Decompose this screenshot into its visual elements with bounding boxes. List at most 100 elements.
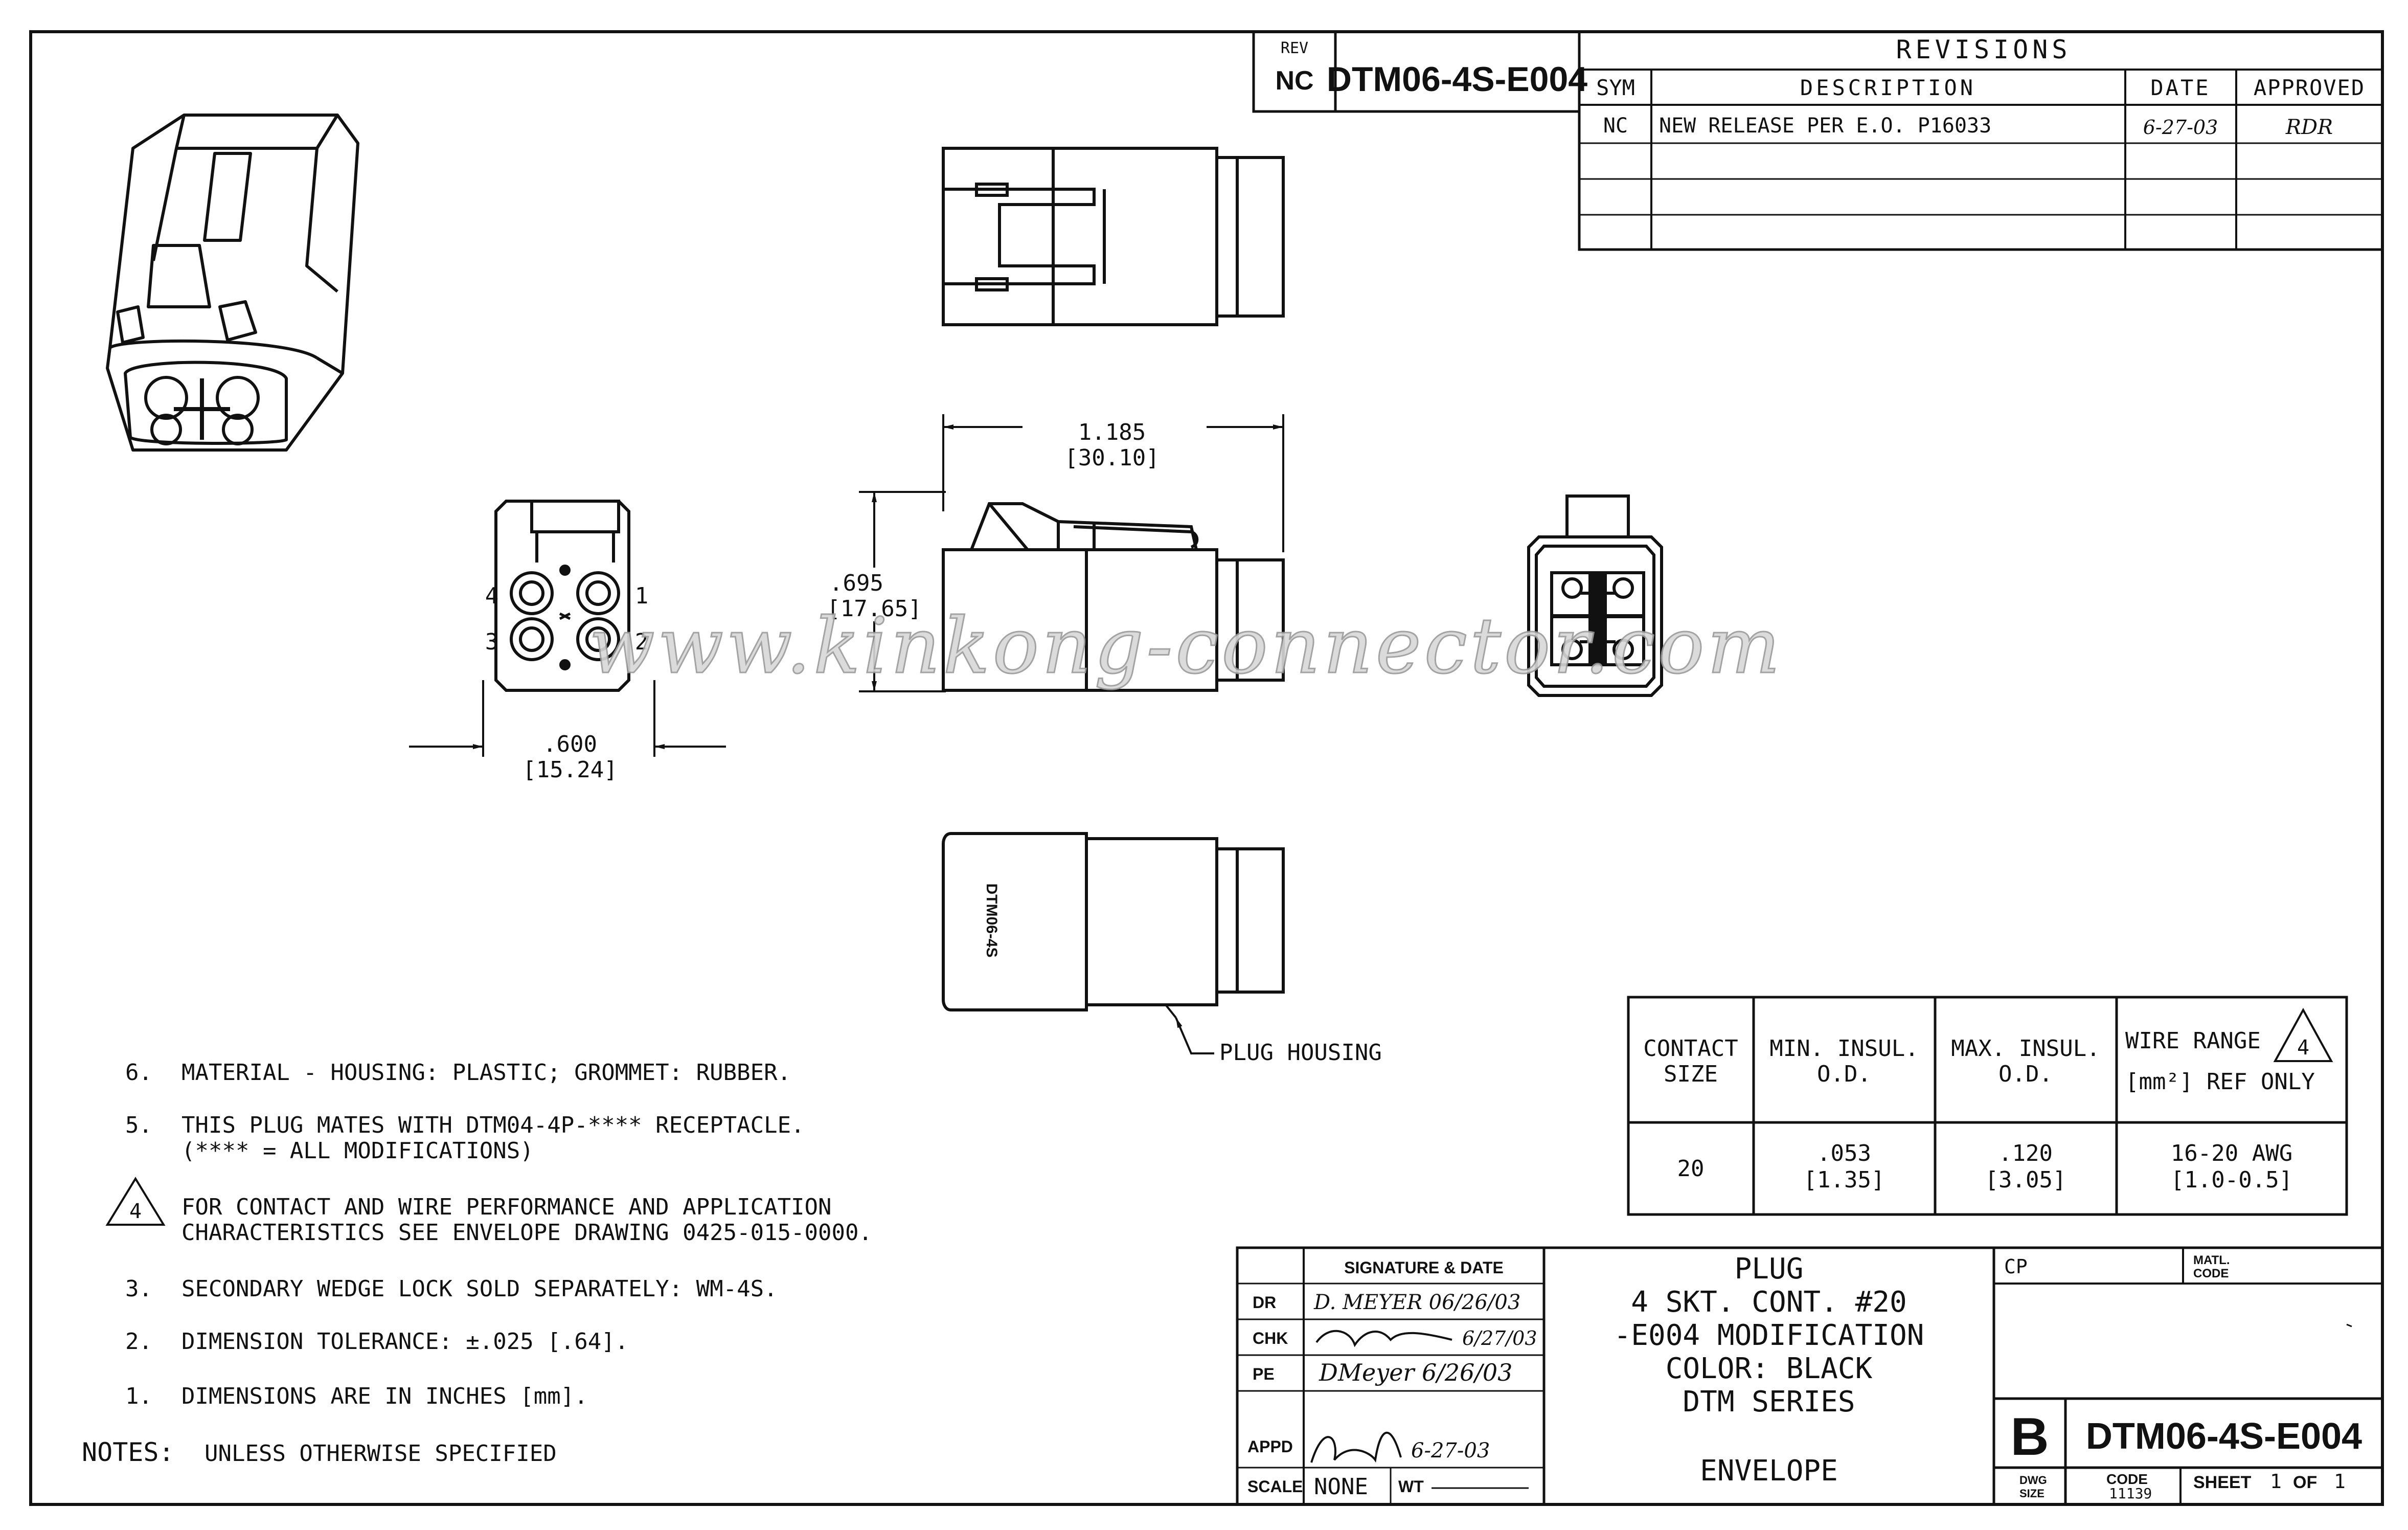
sheet-label: SHEET bbox=[2193, 1473, 2252, 1492]
scale-label: SCALE bbox=[1247, 1477, 1303, 1496]
width-dimension-inches: .600 bbox=[543, 731, 597, 757]
revisions-title: REVISIONS bbox=[1896, 35, 2072, 64]
note-6-text: MATERIAL - HOUSING: PLASTIC; GROMMET: RU… bbox=[181, 1060, 791, 1086]
note-4-text-line-1: FOR CONTACT AND WIRE PERFORMANCE AND APP… bbox=[181, 1194, 832, 1220]
max-insul-header-2: O.D. bbox=[1998, 1061, 2053, 1087]
note-1-text: DIMENSIONS ARE IN INCHES [mm]. bbox=[181, 1383, 588, 1409]
wire-range-header-2: [mm²] REF ONLY bbox=[2125, 1069, 2315, 1095]
wire-range-awg: 16-20 AWG bbox=[2171, 1140, 2292, 1166]
wire-range-mm2: [1.0-0.5] bbox=[2171, 1167, 2292, 1193]
scale-value: NONE bbox=[1314, 1474, 1368, 1500]
side-view bbox=[942, 502, 1285, 692]
rev-value: NC bbox=[1275, 66, 1313, 96]
of-label: OF bbox=[2293, 1473, 2317, 1492]
rev-row-approved: RDR bbox=[2285, 116, 2333, 139]
watermark: www.kinkong-connector.com bbox=[589, 602, 1783, 691]
wt-label: WT bbox=[1398, 1477, 1424, 1496]
description-block: PLUG 4 SKT. CONT. #20 -E004 MODIFICATION… bbox=[1542, 1246, 1995, 1506]
dwg-size-label-2: SIZE bbox=[2019, 1487, 2044, 1500]
sig-label-dr: DR bbox=[1253, 1293, 1276, 1312]
rev-header-approved: APPROVED bbox=[2254, 75, 2365, 100]
bottom-title-block-text: CP MATL. CODE B DWG SIZE DTM06-4S-E004 C… bbox=[2004, 1253, 2362, 1502]
min-insul-header-2: O.D. bbox=[1817, 1061, 1871, 1087]
plug-housing-leader bbox=[1175, 1017, 1214, 1054]
note-3-text: SECONDARY WEDGE LOCK SOLD SEPARATELY: WM… bbox=[181, 1276, 778, 1302]
note-5-number: 5. bbox=[125, 1112, 152, 1138]
length-dimension-inches: 1.185 bbox=[1078, 419, 1146, 445]
bottom-part-number: DTM06-4S-E004 bbox=[2086, 1416, 2362, 1457]
min-insul-value-in: .053 bbox=[1817, 1140, 1871, 1166]
description-line-4: COLOR: BLACK bbox=[1666, 1352, 1873, 1385]
description-line-3: -E004 MODIFICATION bbox=[1614, 1319, 1924, 1352]
cavity-number-4: 4 bbox=[485, 583, 499, 609]
contact-table bbox=[1627, 996, 2348, 1216]
dwg-size-value: B bbox=[2010, 1407, 2049, 1467]
rev-row-sym: NC bbox=[1603, 114, 1628, 138]
note-4-text-line-2: CHARACTERISTICS SEE ENVELOPE DRAWING 042… bbox=[181, 1220, 872, 1246]
min-insul-header-1: MIN. INSUL. bbox=[1769, 1036, 1918, 1062]
signature-header: SIGNATURE & DATE bbox=[1344, 1258, 1504, 1277]
length-dimension bbox=[942, 414, 1284, 552]
description-line-5: DTM SERIES bbox=[1683, 1385, 1855, 1419]
notes-footer-text: UNLESS OTHERWISE SPECIFIED bbox=[205, 1441, 557, 1467]
sheet-border bbox=[29, 30, 2384, 1506]
sig-scribble-chk bbox=[1315, 1330, 1452, 1347]
side-part-marking: DTM06-4S bbox=[983, 883, 1000, 957]
matl-code-label: CODE bbox=[2193, 1267, 2229, 1280]
note-3-number: 3. bbox=[125, 1276, 152, 1302]
sig-label-chk: CHK bbox=[1253, 1329, 1288, 1347]
description-line-1: PLUG bbox=[1735, 1252, 1804, 1286]
max-insul-value-mm: [3.05] bbox=[1985, 1167, 2066, 1193]
revisions-table: REVISIONS SYM DESCRIPTION DATE APPROVED … bbox=[1578, 30, 2384, 251]
notes-footer-prefix: NOTES: bbox=[82, 1437, 174, 1467]
max-insul-value-in: .120 bbox=[1998, 1140, 2053, 1166]
max-insul-header-1: MAX. INSUL. bbox=[1951, 1036, 2100, 1062]
note-2-text: DIMENSION TOLERANCE: ±.025 [.64]. bbox=[181, 1329, 628, 1355]
contact-table-text: CONTACT SIZE MIN. INSUL. O.D. MAX. INSUL… bbox=[1643, 1028, 2315, 1193]
width-dimension-mm: [15.24] bbox=[523, 757, 617, 783]
cp-label: CP bbox=[2004, 1255, 2028, 1278]
matl-label: MATL. bbox=[2193, 1253, 2230, 1267]
signature-block-text: SIGNATURE & DATE DR D. MEYER 06/26/03 CH… bbox=[1247, 1258, 1537, 1500]
rev-header-sym: SYM bbox=[1596, 75, 1635, 100]
notes: 6. MATERIAL - HOUSING: PLASTIC; GROMMET:… bbox=[82, 1060, 872, 1467]
note-6-number: 6. bbox=[125, 1060, 152, 1086]
code-value: 11139 bbox=[2109, 1485, 2152, 1502]
contact-size-header-2: SIZE bbox=[1664, 1061, 1718, 1087]
width-dimension bbox=[409, 680, 726, 757]
cavity-number-1: 1 bbox=[635, 583, 649, 609]
note-5-text-line-2: (**** = ALL MODIFICATIONS) bbox=[181, 1138, 534, 1164]
rev-row-date: 6-27-03 bbox=[2143, 116, 2218, 139]
top-part-number: DTM06-4S-E004 bbox=[1327, 60, 1587, 99]
sig-label-appd: APPD bbox=[1247, 1437, 1293, 1456]
note-2-number: 2. bbox=[125, 1329, 152, 1355]
wire-range-header-1: WIRE RANGE bbox=[2125, 1028, 2261, 1054]
height-dimension-mm: [17.65] bbox=[827, 596, 921, 622]
plug-housing-callout: PLUG HOUSING bbox=[1219, 1040, 1382, 1066]
contact-size-value: 20 bbox=[1677, 1156, 1705, 1182]
isometric-view bbox=[106, 114, 359, 452]
cavity-number-2: 2 bbox=[635, 629, 649, 655]
rev-header-description: DESCRIPTION bbox=[1800, 75, 1976, 100]
sig-value-appd: 6-27-03 bbox=[1411, 1439, 1490, 1462]
height-dimension bbox=[859, 491, 946, 692]
top-view bbox=[942, 147, 1285, 326]
bottom-side-view bbox=[942, 832, 1285, 1019]
front-view bbox=[494, 500, 630, 692]
rev-row-description: NEW RELEASE PER E.O. P16033 bbox=[1659, 114, 1991, 138]
note-4-number: 4 bbox=[129, 1200, 142, 1223]
note-5-text-line-1: THIS PLUG MATES WITH DTM04-4P-**** RECEP… bbox=[181, 1112, 805, 1138]
sig-label-pe: PE bbox=[1253, 1365, 1275, 1383]
sheet-number: 1 bbox=[2270, 1470, 2282, 1493]
min-insul-value-mm: [1.35] bbox=[1804, 1167, 1885, 1193]
sig-value-dr: D. MEYER 06/26/03 bbox=[1313, 1291, 1520, 1314]
sig-value-chk: 6/27/03 bbox=[1462, 1327, 1537, 1349]
bottom-title-block bbox=[1992, 1246, 2384, 1506]
sig-value-pe: DMeyer 6/26/03 bbox=[1319, 1359, 1512, 1386]
sheet-total: 1 bbox=[2334, 1470, 2346, 1493]
description-line-2: 4 SKT. CONT. #20 bbox=[1631, 1286, 1906, 1319]
wire-range-flag-number: 4 bbox=[2297, 1036, 2309, 1060]
rev-label: REV bbox=[1281, 39, 1308, 57]
rear-view bbox=[1527, 494, 1663, 697]
